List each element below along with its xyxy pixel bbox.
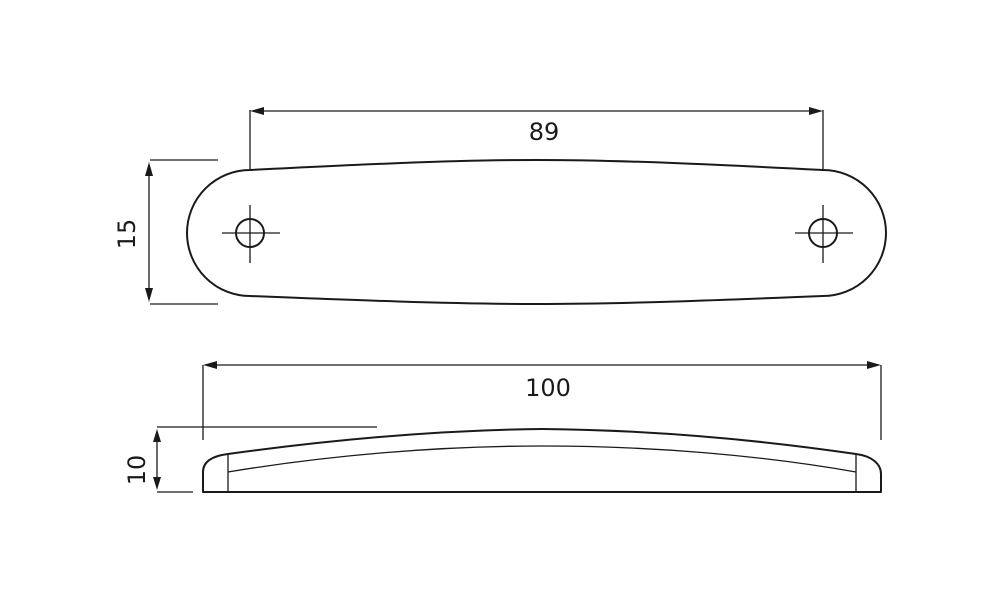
thickness-label: 10 (123, 455, 151, 486)
handle-side-inner-line (227, 445, 857, 473)
dimension-plate-height: 15 (113, 159, 218, 305)
top-view: 89 15 (113, 107, 887, 305)
dimension-thickness: 10 (123, 426, 377, 493)
dimension-overall-length: 100 (202, 361, 882, 440)
right-mounting-hole (795, 205, 853, 263)
hole-spacing-label: 89 (529, 118, 560, 146)
dimension-hole-spacing: 89 (249, 107, 824, 170)
plate-height-label: 15 (113, 219, 141, 250)
handle-top-outline (186, 159, 887, 305)
left-mounting-hole (222, 205, 280, 263)
overall-length-label: 100 (525, 374, 571, 402)
side-view: 100 10 (123, 361, 882, 493)
